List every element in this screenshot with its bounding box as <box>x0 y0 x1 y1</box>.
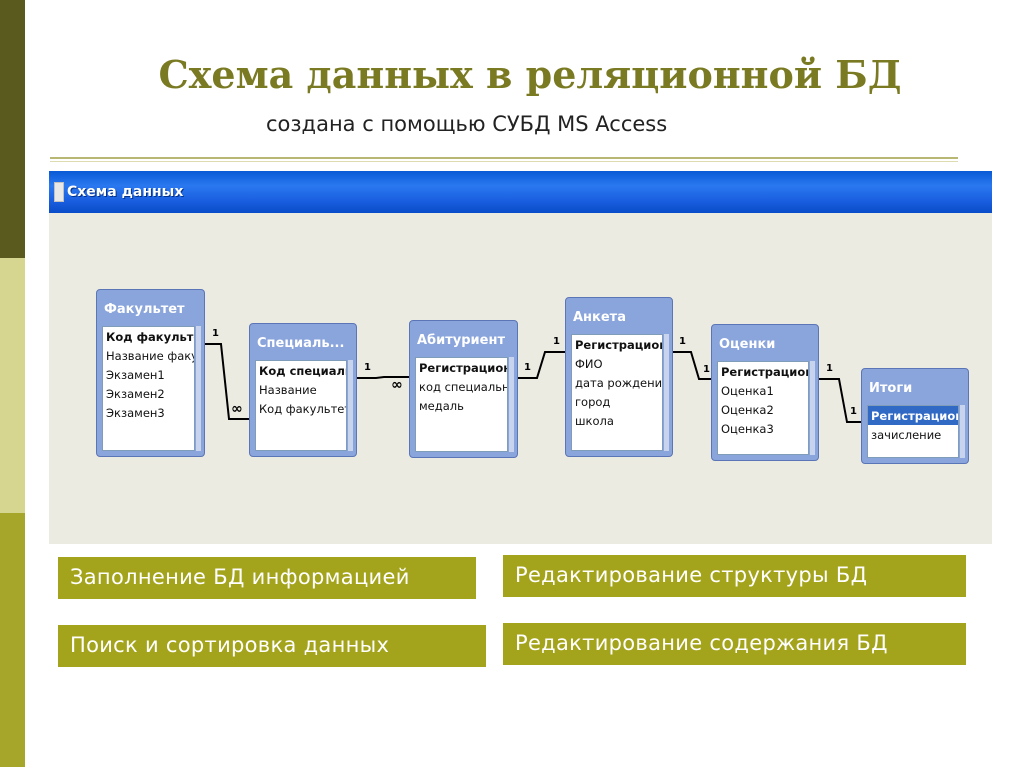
field-item[interactable]: Оценка1 <box>721 384 774 398</box>
relation-one-label: 1 <box>826 363 833 374</box>
field-item[interactable]: ФИО <box>575 357 603 371</box>
table-title[interactable]: Специаль... <box>257 336 345 351</box>
field-list-scrollbar[interactable] <box>810 361 815 455</box>
relationship-lines <box>205 343 861 423</box>
divider-line <box>50 157 958 159</box>
table-title[interactable]: Абитуриент <box>417 333 506 348</box>
field-list: Регистрационны Оценка1 Оценка2 Оценка3 <box>717 361 809 455</box>
field-list-scrollbar[interactable] <box>348 360 353 451</box>
field-item[interactable]: код специально <box>419 380 507 394</box>
field-item[interactable]: Код факультета <box>106 330 194 344</box>
field-item[interactable]: Оценка3 <box>721 422 774 436</box>
divider-line-shadow <box>50 161 958 162</box>
field-list: Регистрационны код специально медаль <box>415 357 508 452</box>
relation-one-label: 1 <box>553 336 560 347</box>
field-list: Код специально Название Код факультета <box>255 360 347 451</box>
sidebar-stripe-olive <box>0 513 25 767</box>
field-item[interactable]: Экзамен3 <box>106 406 165 420</box>
sidebar-stripe-light <box>0 258 25 513</box>
table-title[interactable]: Факультет <box>104 302 185 317</box>
relation-one-label: 1 <box>850 406 857 417</box>
relation-many-label: ∞ <box>231 401 243 417</box>
table-applicant[interactable]: Абитуриент Регистрационны код специально… <box>409 320 518 458</box>
window-icon <box>54 182 64 202</box>
field-item[interactable]: Оценка2 <box>721 403 774 417</box>
field-item[interactable]: Название <box>259 383 317 397</box>
field-list: Код факультета Название факул Экзамен1 Э… <box>102 326 195 451</box>
table-results[interactable]: Итоги Регистрационны зачисление <box>861 368 969 464</box>
relation-line-form-grades <box>671 351 711 380</box>
fill-database-button[interactable]: Заполнение БД информацией <box>58 557 476 599</box>
field-item[interactable]: Экзамен2 <box>106 387 165 401</box>
table-faculty[interactable]: Факультет Код факультета Название факул … <box>96 289 205 457</box>
relation-line-applicant-form <box>517 351 565 379</box>
table-title[interactable]: Оценки <box>719 337 776 352</box>
field-list-scrollbar[interactable] <box>664 334 669 451</box>
table-form[interactable]: Анкета Регистрационны ФИО дата рождения … <box>565 297 673 457</box>
field-list: Регистрационны зачисление <box>867 405 959 458</box>
field-item[interactable]: Код факультета <box>259 402 346 416</box>
slide-subtitle: создана с помощью СУБД MS Access <box>266 112 668 136</box>
edit-content-button[interactable]: Редактирование содержания БД <box>503 623 966 665</box>
field-list-scrollbar[interactable] <box>509 357 514 452</box>
relation-line-grades-results <box>819 378 861 423</box>
relation-one-label: 1 <box>524 362 531 373</box>
table-title[interactable]: Итоги <box>869 381 913 396</box>
table-specialty[interactable]: Специаль... Код специально Название Код … <box>249 323 357 457</box>
field-item[interactable]: зачисление <box>871 428 942 442</box>
field-item[interactable]: Экзамен1 <box>106 368 165 382</box>
edit-structure-button[interactable]: Редактирование структуры БД <box>503 555 966 597</box>
window-title: Схема данных <box>67 184 184 200</box>
field-item[interactable]: Название факул <box>106 349 194 363</box>
field-item[interactable]: Регистрационны <box>419 361 507 375</box>
sidebar-stripe-dark <box>0 0 25 258</box>
relation-one-label: 1 <box>212 328 219 339</box>
relationships-window: Схема данных 1 ∞ 1 ∞ 1 1 1 1 1 1 Факульт… <box>49 171 992 544</box>
relation-line-specialty-applicant <box>356 376 409 379</box>
table-grades[interactable]: Оценки Регистрационны Оценка1 Оценка2 Оц… <box>711 324 819 461</box>
field-item[interactable]: школа <box>575 414 614 428</box>
table-title[interactable]: Анкета <box>573 310 626 325</box>
slide-title: Схема данных в реляционной БД <box>158 52 902 97</box>
field-item-selected[interactable]: Регистрационны <box>868 406 958 425</box>
relation-one-label: 1 <box>679 336 686 347</box>
field-list: Регистрационны ФИО дата рождения город ш… <box>571 334 663 451</box>
relation-one-label: 1 <box>364 362 371 373</box>
relation-line-faculty-specialty <box>205 343 249 420</box>
field-item[interactable]: город <box>575 395 611 409</box>
window-titlebar[interactable]: Схема данных <box>49 171 992 213</box>
field-item[interactable]: Регистрационны <box>721 365 808 379</box>
relation-many-label: ∞ <box>391 377 403 393</box>
field-item[interactable]: Регистрационны <box>575 338 662 352</box>
relation-one-label: 1 <box>703 364 710 375</box>
search-sort-button[interactable]: Поиск и сортировка данных <box>58 625 486 667</box>
field-item[interactable]: медаль <box>419 399 464 413</box>
field-list-scrollbar[interactable] <box>960 405 965 458</box>
field-item[interactable]: дата рождения <box>575 376 662 390</box>
field-list-scrollbar[interactable] <box>196 326 201 451</box>
field-item[interactable]: Код специально <box>259 364 346 378</box>
